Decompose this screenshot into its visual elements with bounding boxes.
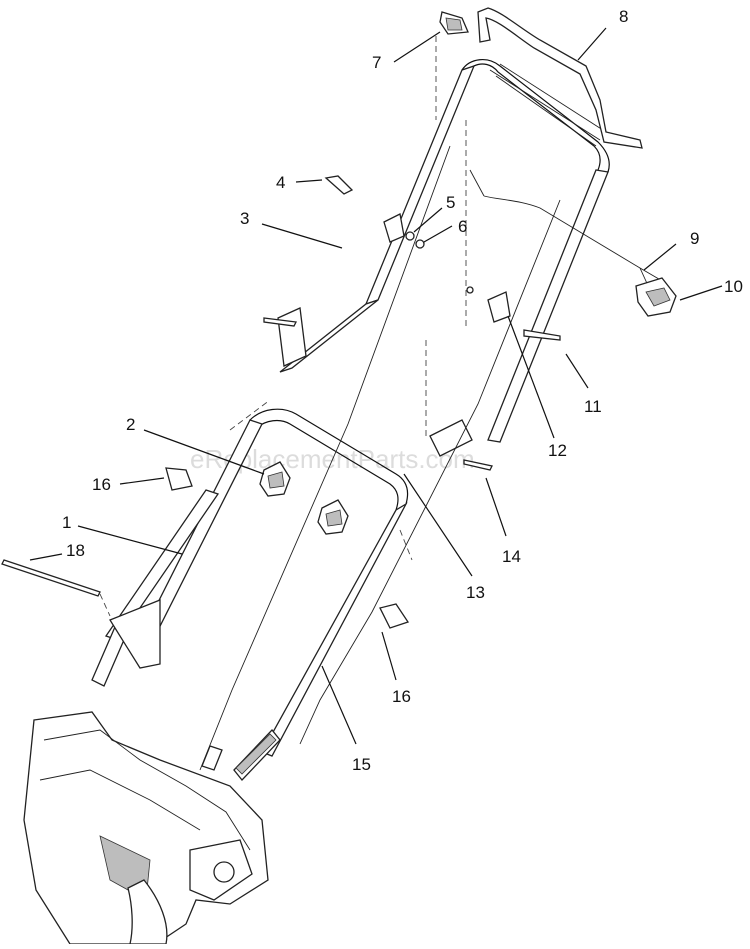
- callout-4: 4: [276, 173, 285, 192]
- bolt-part-3: [263, 317, 297, 327]
- bolt-part-11: [523, 329, 561, 341]
- callout-9: 9: [690, 229, 699, 248]
- leader-lines: [29, 27, 723, 745]
- callout-13: 13: [466, 583, 485, 602]
- callout-2: 2: [126, 415, 135, 434]
- callout-6: 6: [458, 217, 467, 236]
- washer-part-12: [466, 286, 474, 294]
- callout-12: 12: [548, 441, 567, 460]
- nut-part-6: [415, 239, 425, 249]
- callout-16-lower: 16: [392, 687, 411, 706]
- control-cables: [185, 145, 665, 813]
- callout-1: 1: [62, 513, 71, 532]
- bracket-part-5: [383, 213, 405, 243]
- callout-3: 3: [240, 209, 249, 228]
- callout-15: 15: [352, 755, 371, 774]
- rod-part-18: [1, 559, 101, 597]
- clip-part-7: [439, 11, 469, 35]
- callout-10: 10: [724, 277, 743, 296]
- knob-part-2: [259, 461, 291, 497]
- clip-part-16-upper: [165, 467, 193, 491]
- mower-deck: [23, 711, 269, 945]
- knob-lower: [317, 499, 349, 535]
- clip-part-16-lower: [379, 603, 410, 629]
- bracket-part-12: [487, 291, 511, 323]
- washer-part-5: [405, 231, 415, 241]
- callout-5: 5: [446, 193, 455, 212]
- left-lower-tube: [91, 489, 220, 687]
- bail-bar: [477, 7, 643, 149]
- callout-18: 18: [66, 541, 85, 560]
- callout-8: 8: [619, 7, 628, 26]
- callout-labels: 8 7 4 5 6 3 9 10 11 12 2 16 1 18 14 13 1…: [62, 7, 743, 774]
- upper-handle: [277, 59, 610, 457]
- lower-handle: [135, 408, 409, 781]
- callout-7: 7: [372, 53, 381, 72]
- callout-11: 11: [584, 397, 602, 416]
- pin-part-4: [324, 175, 354, 195]
- callout-16-upper: 16: [92, 475, 111, 494]
- callout-14: 14: [502, 547, 521, 566]
- knob-part-10: [635, 277, 677, 317]
- bolt-part-14: [463, 459, 493, 471]
